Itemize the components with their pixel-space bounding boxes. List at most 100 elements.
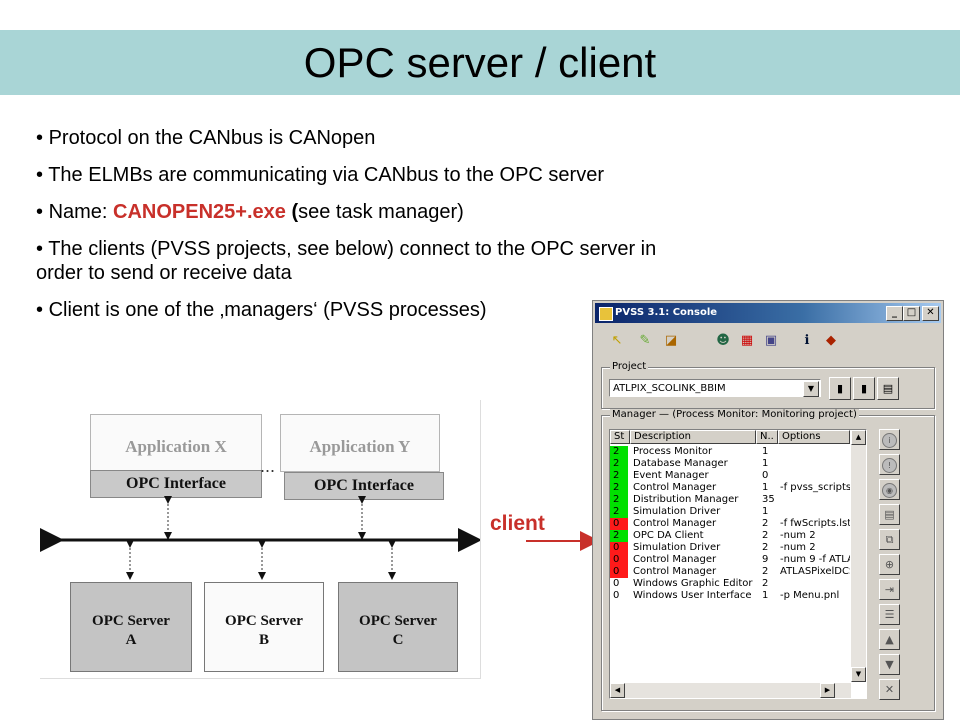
- minimize-button[interactable]: _: [886, 306, 903, 321]
- edit-icon[interactable]: ◪: [664, 333, 678, 348]
- project-start-button[interactable]: ▮: [853, 377, 875, 400]
- project-monitor-button[interactable]: ▤: [877, 377, 899, 400]
- project-group-label: Project: [610, 361, 649, 373]
- info-icon[interactable]: ℹ: [804, 333, 810, 348]
- manager-row-options: ATLASPixelDCS: [780, 566, 850, 577]
- title-band: [0, 30, 960, 95]
- move-down-button[interactable]: ▼: [879, 654, 900, 675]
- pvss-console-window: PVSS 3.1: Console _ □ ✕ ↖ ✎ ◪ ☻ ▦ ▣ ℹ ◆ …: [592, 300, 944, 720]
- info-circle-icon: i: [882, 432, 897, 448]
- remove-manager-button[interactable]: ✕: [879, 679, 900, 700]
- manager-row-number: 1: [762, 506, 769, 517]
- properties-icon: ▤: [884, 508, 895, 521]
- manager-row-status: 2: [610, 458, 628, 470]
- manager-row-status: 0: [610, 518, 628, 530]
- project-group: Project: [601, 361, 935, 409]
- window-titlebar[interactable]: PVSS 3.1: Console _ □ ✕: [595, 303, 941, 323]
- manager-group-label: Manager — (Process Monitor: Monitoring p…: [610, 409, 859, 421]
- manager-row-description: Control Manager: [633, 554, 717, 565]
- manager-row-options: -f pvss_scripts.l: [780, 482, 850, 493]
- bullet-text: The ELMBs are communicating via CANbus t…: [48, 164, 604, 186]
- manager-row-options: -p Menu.pnl: [780, 590, 840, 601]
- application-x-label: Application X: [125, 437, 227, 456]
- manager-info-button[interactable]: i: [879, 429, 900, 450]
- gedi-icon[interactable]: ▦: [740, 333, 754, 348]
- manager-stop-button[interactable]: !: [879, 454, 900, 475]
- maximize-button[interactable]: □: [903, 306, 920, 321]
- bullet-paren: (: [285, 201, 299, 223]
- scroll-up-icon[interactable]: ▲: [851, 430, 866, 445]
- column-header-num[interactable]: N..: [756, 430, 778, 444]
- column-header-description[interactable]: Description: [630, 430, 756, 444]
- column-header-options[interactable]: Options: [778, 430, 850, 444]
- bullet-item: • The clients (PVSS projects, see below)…: [36, 238, 657, 284]
- manager-row-status: 0: [610, 554, 628, 566]
- help-book-icon[interactable]: ◆: [826, 333, 836, 348]
- bullet-item: • Client is one of the ‚managers‘ (PVSS …: [36, 299, 487, 321]
- close-button[interactable]: ✕: [922, 306, 939, 321]
- manager-insert-button[interactable]: ⇥: [879, 579, 900, 600]
- opc-architecture-diagram: Application X OPC Interface ... Applicat…: [40, 400, 481, 679]
- slide-title: OPC server / client: [303, 39, 657, 86]
- manager-start-button[interactable]: ◉: [879, 479, 900, 500]
- tools-icon[interactable]: ✎: [639, 333, 651, 348]
- column-header-st[interactable]: St: [610, 430, 630, 444]
- window-title: PVSS 3.1: Console: [615, 307, 718, 318]
- manager-row-status: 2: [610, 506, 628, 518]
- computer-icon[interactable]: ▣: [764, 333, 778, 348]
- opc-interface-x: OPC Interface: [90, 470, 262, 498]
- insert-icon: ⇥: [884, 583, 895, 596]
- project-select-value: ATLPIX_SCOLINK_BBIM: [613, 383, 726, 394]
- power-circle-icon: ◉: [882, 482, 897, 498]
- server-c-line2: C: [392, 632, 404, 648]
- chevron-down-icon[interactable]: ▼: [803, 381, 819, 397]
- manager-row-description: Control Manager: [633, 566, 717, 577]
- manager-properties-button[interactable]: ▤: [879, 504, 900, 525]
- manager-edit-button[interactable]: ☰: [879, 604, 900, 625]
- manager-row-status: 0: [610, 590, 628, 602]
- scroll-left-icon[interactable]: ◀: [610, 683, 625, 698]
- manager-add-button[interactable]: ⊕: [879, 554, 900, 575]
- manager-row-status: 2: [610, 494, 628, 506]
- manager-row-options: -num 9 -f ATLAS: [780, 554, 850, 565]
- exe-name: CANOPEN25+.exe: [113, 201, 286, 223]
- manager-row-number: 2: [762, 578, 769, 589]
- add-icon: ⊕: [884, 558, 895, 571]
- manager-row-description: Event Manager: [633, 470, 709, 481]
- user-group-icon[interactable]: ☻: [716, 333, 730, 348]
- manager-row-number: 2: [762, 542, 769, 553]
- manager-row-description: Process Monitor: [633, 446, 713, 457]
- project-select[interactable]: ATLPIX_SCOLINK_BBIM ▼: [609, 379, 821, 397]
- manager-row-description: Simulation Driver: [633, 506, 721, 517]
- pvss-app-icon: [599, 307, 613, 321]
- project-stop-button[interactable]: ▮: [829, 377, 851, 400]
- bullet-item: • Name: CANOPEN25+.exe (see task manager…: [36, 201, 464, 223]
- horizontal-scrollbar[interactable]: ◀ ▶: [610, 683, 851, 698]
- manager-row-number: 2: [762, 566, 769, 577]
- pointer-icon[interactable]: ↖: [611, 333, 623, 348]
- move-up-button[interactable]: ▲: [879, 629, 900, 650]
- manager-row-number: 2: [762, 518, 769, 529]
- vertical-scrollbar[interactable]: ▲ ▼: [851, 430, 866, 682]
- bullet-item: • Protocol on the CANbus is CANopen: [36, 127, 376, 149]
- scroll-right-icon[interactable]: ▶: [820, 683, 835, 698]
- scroll-down-icon[interactable]: ▼: [851, 667, 866, 682]
- server-b-line1: OPC Server: [225, 613, 303, 629]
- manager-row[interactable]: 2 Simulation Driver 1: [610, 506, 850, 518]
- manager-copy-button[interactable]: ⧉: [879, 529, 900, 550]
- manager-row-description: OPC DA Client: [633, 530, 704, 541]
